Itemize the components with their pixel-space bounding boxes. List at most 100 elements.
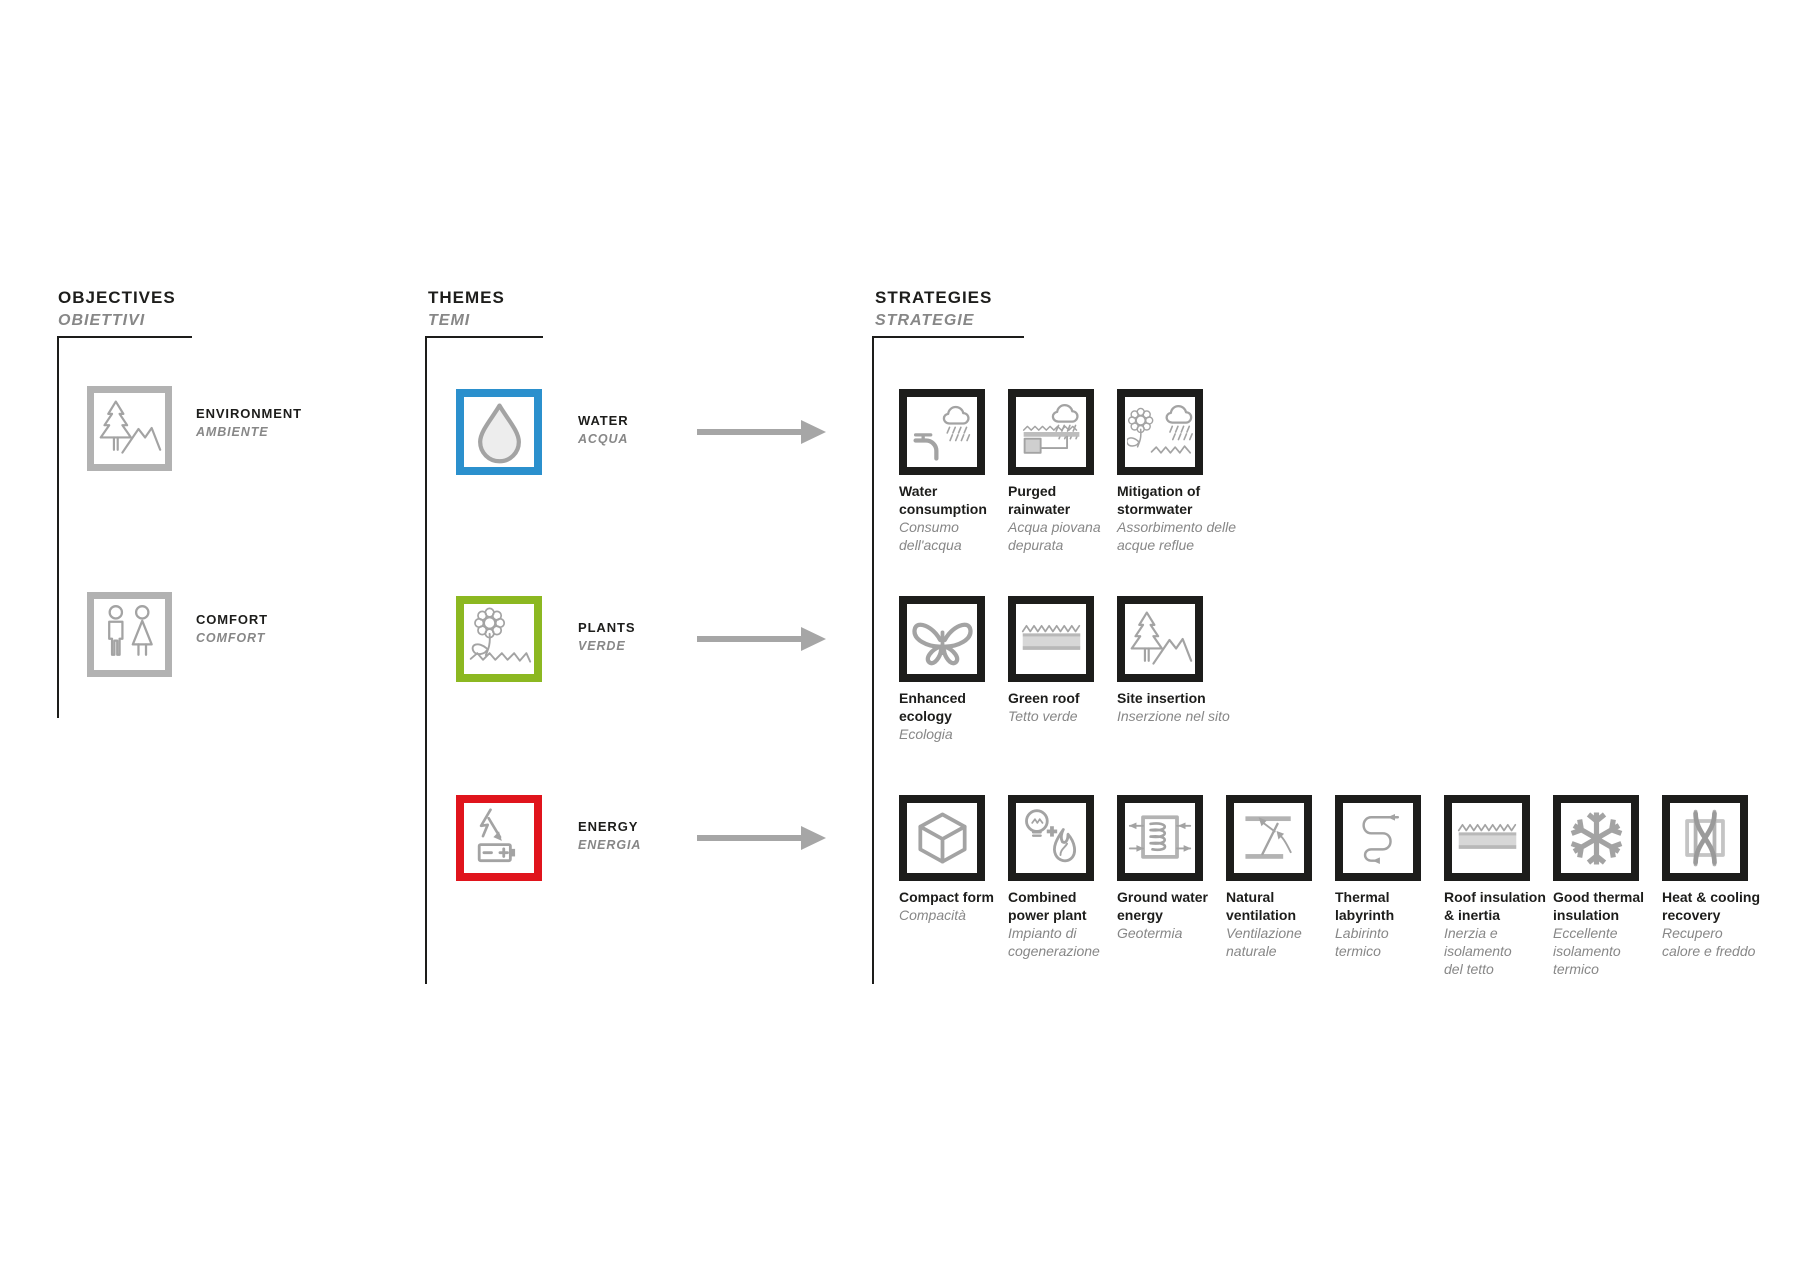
- theme-energy-box: [456, 795, 542, 881]
- strategy-icon-box: [1008, 795, 1094, 881]
- strategy-sublabel: Recupero calore e freddo: [1662, 925, 1756, 959]
- strategy-icon-box: [1662, 795, 1748, 881]
- strategy-sublabel: Acqua piovana depurata: [1008, 519, 1101, 553]
- cube-icon: [909, 805, 976, 872]
- strategy-sublabel: Ecologia: [899, 726, 953, 742]
- strategy-label: Mitigation of stormwater: [1117, 483, 1201, 517]
- roof-layers-icon: [1454, 805, 1521, 872]
- strategy-icon-box: [1117, 795, 1203, 881]
- strategy-label: Combined power plant: [1008, 889, 1087, 923]
- theme-plants-box: [456, 596, 542, 682]
- strategy-label: Compact form: [899, 889, 994, 905]
- strategy-card-thermal-labyrinth: Thermal labyrinth Labirinto termico: [1335, 795, 1444, 960]
- objective-comfort-label: COMFORT COMFORT: [196, 612, 268, 645]
- strategy-card-purged-rainwater: Purged rainwater Acqua piovana depurata: [1008, 389, 1117, 554]
- strategy-icon-box: [1008, 389, 1094, 475]
- strategy-sublabel: Tetto verde: [1008, 708, 1078, 724]
- environment-sublabel: AMBIENTE: [196, 425, 269, 439]
- comfort-label: COMFORT: [196, 612, 269, 627]
- strategy-card-water-consumption: Water consumption Consumo dell'acqua: [899, 389, 1008, 554]
- strategy-sublabel: Eccellente isolamento termico: [1553, 925, 1621, 977]
- themes-title: THEMES: [428, 288, 505, 307]
- roof-layers-icon: [1018, 606, 1085, 673]
- water-drop-icon: [466, 399, 533, 466]
- strategy-icon-box: [1444, 795, 1530, 881]
- strategy-label: Enhanced ecology: [899, 690, 966, 724]
- flower-ground-icon: [466, 606, 533, 673]
- objective-environment-label: ENVIRONMENT AMBIENTE: [196, 406, 302, 439]
- strategy-sublabel: Compacità: [899, 907, 966, 923]
- strategy-sublabel: Labirinto termico: [1335, 925, 1389, 959]
- strategy-sublabel: Inserzione nel sito: [1117, 708, 1230, 724]
- strategy-sublabel: Assorbimento delle acque reflue: [1117, 519, 1237, 553]
- objective-environment-box: [87, 386, 172, 471]
- strategy-card-compact-form: Compact form Compacità: [899, 795, 1008, 924]
- theme-energy-label: ENERGY ENERGIA: [578, 819, 641, 852]
- strategy-icon-box: [1226, 795, 1312, 881]
- strategy-label: Heat & cooling recovery: [1662, 889, 1761, 923]
- strategies-title: STRATEGIES: [875, 288, 993, 307]
- energy-flow-arrow: [697, 823, 829, 853]
- energy-label: ENERGY: [578, 819, 639, 834]
- strategy-card-natural-ventilation: Natural ventilation Ventilazione natural…: [1226, 795, 1335, 960]
- snowflake-icon: [1563, 805, 1630, 872]
- themes-divider: [425, 336, 543, 338]
- themes-header: THEMES TEMI: [428, 288, 505, 330]
- strategies-subtitle: STRATEGIE: [875, 312, 975, 329]
- strategy-label: Good thermal insulation: [1553, 889, 1645, 923]
- strategy-card-site-insertion: Site insertion Inserzione nel sito: [1117, 596, 1230, 725]
- strategy-label: Roof insulation & inertia: [1444, 889, 1546, 923]
- objectives-subtitle: OBIETTIVI: [58, 312, 146, 329]
- themes-subtitle: TEMI: [428, 312, 471, 329]
- heat-exchange-icon: [1672, 805, 1739, 872]
- strategies-divider: [872, 336, 1024, 338]
- plants-label: PLANTS: [578, 620, 636, 635]
- strategy-card-green-roof: Green roof Tetto verde: [1008, 596, 1117, 725]
- strategy-label: Green roof: [1008, 690, 1080, 706]
- strategy-label: Natural ventilation: [1226, 889, 1297, 923]
- strategy-sublabel: Consumo dell'acqua: [899, 519, 962, 553]
- bulb-flame-icon: [1018, 805, 1085, 872]
- strategy-card-thermal-insulation: Good thermal insulation Eccellente isola…: [1553, 795, 1662, 978]
- objectives-header: OBJECTIVES OBIETTIVI: [58, 288, 176, 330]
- strategy-icon-box: [1117, 389, 1203, 475]
- strategies-bracket: [872, 336, 874, 984]
- strategy-card-combined-power-plant: Combined power plant Impianto di cogener…: [1008, 795, 1117, 960]
- water-label: WATER: [578, 413, 629, 428]
- strategy-card-enhanced-ecology: Enhanced ecology Ecologia: [899, 596, 1008, 743]
- energy-sublabel: ENERGIA: [578, 838, 642, 852]
- theme-water-box: [456, 389, 542, 475]
- strategy-icon-box: [1008, 596, 1094, 682]
- themes-bracket: [425, 336, 427, 984]
- coil-exchanger-icon: [1127, 805, 1194, 872]
- strategy-card-heat-cooling-recovery: Heat & cooling recovery Recupero calore …: [1662, 795, 1771, 960]
- theme-plants-label: PLANTS VERDE: [578, 620, 635, 653]
- lightning-battery-icon: [466, 805, 533, 872]
- environment-label: ENVIRONMENT: [196, 406, 302, 421]
- objectives-bracket: [57, 336, 59, 718]
- rain-flower-icon: [1127, 399, 1194, 466]
- strategy-icon-box: [899, 795, 985, 881]
- strategy-card-ground-water-energy: Ground water energy Geotermia: [1117, 795, 1226, 942]
- objectives-divider: [57, 336, 192, 338]
- objectives-title: OBJECTIVES: [58, 288, 176, 307]
- butterfly-icon: [909, 606, 976, 673]
- strategy-icon-box: [1335, 795, 1421, 881]
- tree-mountains-icon: [96, 395, 163, 462]
- strategy-label: Ground water energy: [1117, 889, 1209, 923]
- tree-mountains-icon: [1127, 606, 1194, 673]
- strategy-sublabel: Geotermia: [1117, 925, 1183, 941]
- strategy-label: Purged rainwater: [1008, 483, 1071, 517]
- rain-roof-tank-icon: [1018, 399, 1085, 466]
- strategy-card-roof-insulation: Roof insulation & inertia Inerzia e isol…: [1444, 795, 1553, 978]
- window-vent-icon: [1236, 805, 1303, 872]
- theme-water-label: WATER ACQUA: [578, 413, 628, 446]
- strategy-icon-box: [899, 596, 985, 682]
- man-woman-icon: [96, 601, 163, 668]
- plants-sublabel: VERDE: [578, 639, 626, 653]
- strategy-icon-box: [899, 389, 985, 475]
- strategy-sublabel: Inerzia e isolamento del tetto: [1444, 925, 1512, 977]
- strategies-header: STRATEGIES STRATEGIE: [875, 288, 992, 330]
- rain-faucet-icon: [909, 399, 976, 466]
